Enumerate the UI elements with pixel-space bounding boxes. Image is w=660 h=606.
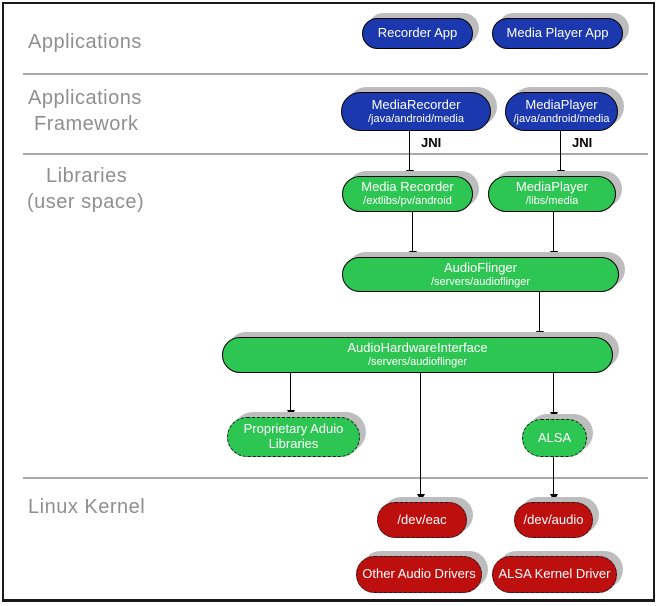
- node-alsa-kernel-driver: ALSA Kernel Driver: [492, 556, 617, 593]
- node-mediaplayer-framework: MediaPlayer /java/android/media: [505, 92, 618, 131]
- node-mediaplayer-lib: MediaPlayer /libs/media: [488, 176, 616, 212]
- node-alsa-kernel-driver-label: ALSA Kernel Driver: [498, 566, 611, 582]
- section-label-framework-line2: Framework: [34, 113, 139, 135]
- node-audiohardwareinterface-label: AudioHardwareInterface: [347, 340, 488, 356]
- node-dev-audio: /dev/audio: [514, 502, 593, 538]
- node-dev-eac: /dev/eac: [377, 502, 467, 538]
- arrow-audioflinger-to-ahi: [535, 292, 544, 338]
- node-audioflinger-path: /servers/audioflinger: [430, 275, 531, 288]
- arrow-ahi-to-proprietary: [286, 373, 295, 417]
- arrow-ahi-to-alsa: [549, 373, 558, 419]
- node-mediarecorder-framework: MediaRecorder /java/android/media: [341, 92, 491, 131]
- edge-label-jni-left: JNI: [421, 135, 442, 150]
- node-media-player-app-label: Media Player App: [506, 25, 609, 41]
- arrow-mediarecorder-to-audioflinger: [408, 212, 417, 258]
- section-label-framework-line1: Applications: [28, 87, 142, 109]
- node-alsa-label: ALSA: [537, 429, 572, 445]
- node-recorder-app-label: Recorder App: [377, 25, 458, 41]
- arrow-mediaplayer-jni: [556, 131, 565, 177]
- node-recorder-app: Recorder App: [362, 18, 473, 49]
- divider-libraries-kernel: [23, 477, 648, 479]
- node-media-recorder-lib-path: /extlibs/pv/android: [363, 195, 452, 208]
- node-other-audio-drivers: Other Audio Drivers: [356, 556, 482, 593]
- node-mediaplayer-lib-path: /libs/media: [525, 195, 579, 208]
- arrow-mediarecorder-jni: [405, 131, 414, 177]
- section-label-linux-kernel: Linux Kernel: [28, 496, 146, 518]
- section-label-applications: Applications: [28, 31, 142, 53]
- arrow-alsa-to-dev-audio: [549, 457, 558, 501]
- section-label-libraries-line1: Libraries: [46, 165, 128, 187]
- node-mediarecorder-framework-path: /java/android/media: [367, 112, 464, 125]
- node-dev-eac-label: /dev/eac: [397, 511, 447, 527]
- node-media-player-app: Media Player App: [492, 18, 623, 49]
- node-proprietary-audio-libraries-label: Proprietary Aduio Libraries: [243, 421, 344, 451]
- section-label-libraries-line2: (user space): [27, 191, 145, 213]
- arrow-mediaplayer-to-audioflinger: [549, 212, 558, 258]
- node-mediarecorder-framework-label: MediaRecorder: [371, 96, 461, 112]
- node-dev-audio-label: /dev/audio: [523, 511, 584, 527]
- node-media-recorder-lib: Media Recorder /extlibs/pv/android: [342, 176, 473, 212]
- node-mediaplayer-framework-path: /java/android/media: [513, 112, 610, 125]
- divider-framework-libraries: [23, 153, 648, 155]
- node-audiohardwareinterface: AudioHardwareInterface /servers/audiofli…: [222, 337, 613, 373]
- node-mediaplayer-framework-label: MediaPlayer: [525, 96, 598, 112]
- node-other-audio-drivers-label: Other Audio Drivers: [362, 566, 476, 582]
- node-audioflinger-label: AudioFlinger: [444, 259, 517, 275]
- node-mediaplayer-lib-label: MediaPlayer: [515, 179, 589, 195]
- divider-applications-framework: [23, 73, 648, 75]
- arrow-ahi-to-dev-eac: [416, 373, 425, 501]
- node-audioflinger: AudioFlinger /servers/audioflinger: [342, 257, 619, 292]
- node-media-recorder-lib-label: Media Recorder: [361, 179, 454, 195]
- node-proprietary-audio-libraries: Proprietary Aduio Libraries: [227, 417, 360, 457]
- edge-label-jni-right: JNI: [572, 135, 593, 150]
- node-audiohardwareinterface-path: /servers/audioflinger: [367, 356, 468, 369]
- node-alsa: ALSA: [522, 419, 587, 457]
